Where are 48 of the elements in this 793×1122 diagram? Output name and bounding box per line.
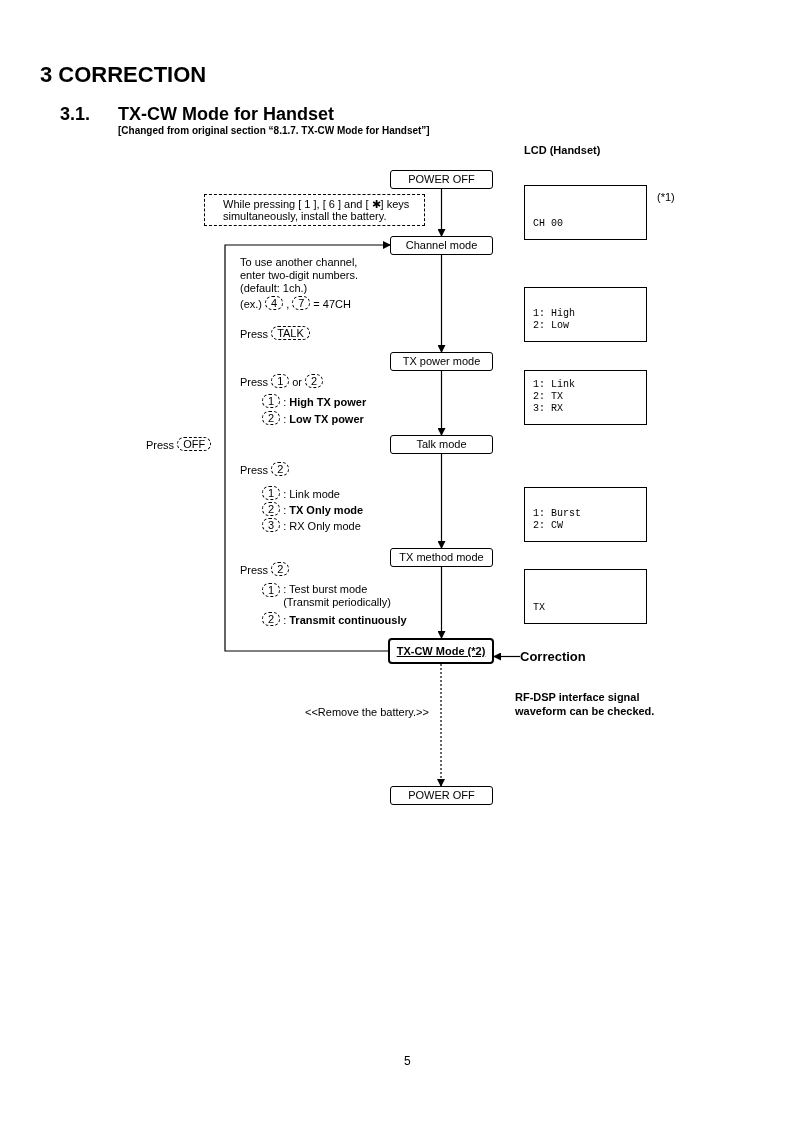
- instruction-text: To use another channel, enter two-digit numbers. (default: 1ch.): [240, 256, 359, 295]
- lcd-display: 1: Link 2: TX 3: RX: [524, 370, 647, 425]
- arrow: [493, 652, 521, 661]
- option-text: : High TX power: [283, 395, 367, 410]
- footnote-mark: (*1): [657, 190, 675, 205]
- process-box: Talk mode: [390, 435, 493, 454]
- instruction-text: Press: [240, 375, 269, 390]
- section-number: 3.1.: [60, 103, 91, 126]
- option-text: : Transmit continuously: [283, 613, 407, 628]
- lcd-display: 1: High 2: Low: [524, 287, 647, 342]
- process-box: TX power mode: [390, 352, 493, 371]
- instruction-text: (ex.): [240, 297, 262, 312]
- section-heading: 3 CORRECTION: [40, 61, 207, 89]
- note-box: While pressing [ 1 ], [ 6 ] and [ ✱] keys simultaneously, install the battery.: [204, 194, 425, 226]
- lcd-display: CH 00: [524, 185, 647, 240]
- instruction-text: or: [292, 375, 303, 390]
- column-heading: LCD (Handset): [524, 143, 601, 158]
- lcd-display: 1: Burst 2: CW: [524, 487, 647, 542]
- callout-text: Correction: [520, 648, 600, 665]
- instruction-text: ,: [286, 297, 290, 312]
- instruction-text: Press: [146, 438, 175, 453]
- arrow: [437, 453, 446, 549]
- arrow: [437, 370, 446, 436]
- arrow: [224, 241, 391, 652]
- process-box: Channel mode: [390, 236, 493, 255]
- lcd-display: TX: [524, 569, 647, 624]
- instruction-text: = 47CH: [313, 297, 351, 312]
- option-text: : Low TX power: [283, 412, 364, 427]
- note-text: RF-DSP interface signal waveform can be checked.: [515, 690, 656, 718]
- process-box: TX-CW Mode (*2): [388, 638, 494, 664]
- option-text: : Link mode: [283, 487, 340, 502]
- page-number: 5: [404, 1053, 411, 1070]
- arrow: [437, 663, 445, 787]
- instruction-text: Press: [240, 327, 269, 342]
- option-text: : Test burst mode (Transmit periodically): [283, 583, 392, 609]
- arrow: [437, 254, 446, 353]
- arrow: [437, 188, 446, 237]
- change-note: [Changed from original section “8.1.7. TX-CW Mode for Handset”]: [118, 124, 430, 138]
- arrow: [437, 566, 446, 639]
- option-text: : RX Only mode: [283, 519, 361, 534]
- option-text: : TX Only mode: [283, 503, 364, 518]
- instruction-text: Press: [240, 563, 269, 578]
- process-box: POWER OFF: [390, 170, 493, 189]
- instruction-text: Press: [240, 463, 269, 478]
- process-box: POWER OFF: [390, 786, 493, 805]
- process-box: TX method mode: [390, 548, 493, 567]
- instruction-text: <<Remove the battery.>>: [305, 705, 429, 720]
- subsection-heading: TX-CW Mode for Handset: [118, 103, 334, 126]
